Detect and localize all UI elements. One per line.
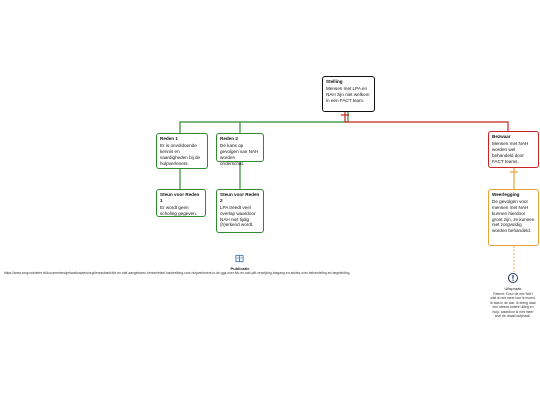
note-body: Patient: 'Door de mix NAH wist ik niet m… — [490, 292, 536, 319]
note-title: Uitspraak — [504, 286, 522, 291]
node-reden-1-title: Reden 1 — [160, 136, 178, 141]
node-bezwaar[interactable]: Bezwaar Mensen met NAH worden wel behand… — [488, 131, 539, 168]
node-reden-2-body: De kans op gevolgen van NAH worden onder… — [220, 142, 259, 166]
node-weerlegging[interactable]: Weerlegging De gevolgen voor mensen met … — [488, 189, 539, 246]
node-stelling-title: Stelling — [326, 79, 343, 84]
connector-stelling-reden1 — [179, 111, 349, 133]
publication-url[interactable]: https://www.zorgvoorbeter.nl/documenten/… — [4, 271, 350, 275]
node-reden-1[interactable]: Reden 1 Er is onvoldoende kennis en vaar… — [156, 133, 208, 169]
node-steun-reden-2-title: Steun voor Reden 2 — [220, 192, 260, 203]
node-reden-2-title: Reden 2 — [220, 136, 238, 141]
node-steun-reden-1[interactable]: Steun voor Reden 1 Er wordt geen scholin… — [156, 189, 206, 217]
book-icon[interactable] — [235, 254, 244, 263]
node-steun-reden-2-body: LPA treedt veel overlap waardoor NAH nie… — [220, 204, 256, 228]
node-steun-reden-2[interactable]: Steun voor Reden 2 LPA treedt veel overl… — [216, 189, 264, 233]
node-reden-2[interactable]: Reden 2 De kans op gevolgen van NAH word… — [216, 133, 264, 166]
node-stelling[interactable]: Stelling Mensen met LPA en NAH zijn niet… — [322, 76, 375, 112]
connector-stelling-bezwaar — [344, 111, 509, 131]
node-steun-reden-1-title: Steun voor Reden 1 — [160, 192, 200, 203]
node-steun-reden-1-body: Er wordt geen scholing gegeven. — [160, 204, 198, 216]
node-reden-1-body: Er is onvoldoende kennis en vaardigheden… — [160, 142, 201, 166]
publication-label: Publicatie — [230, 266, 250, 271]
node-weerlegging-body: De gevolgen voor mensen met NAH kunnen h… — [492, 198, 535, 234]
node-stelling-body: Mensen met LPA en NAH zijn niet welkom i… — [326, 85, 370, 103]
node-bezwaar-title: Bezwaar — [492, 134, 511, 139]
node-bezwaar-body: Mensen met NAH worden wel behandeld door… — [492, 140, 529, 164]
exclamation-icon[interactable] — [508, 273, 518, 283]
node-weerlegging-title: Weerlegging — [492, 192, 520, 197]
